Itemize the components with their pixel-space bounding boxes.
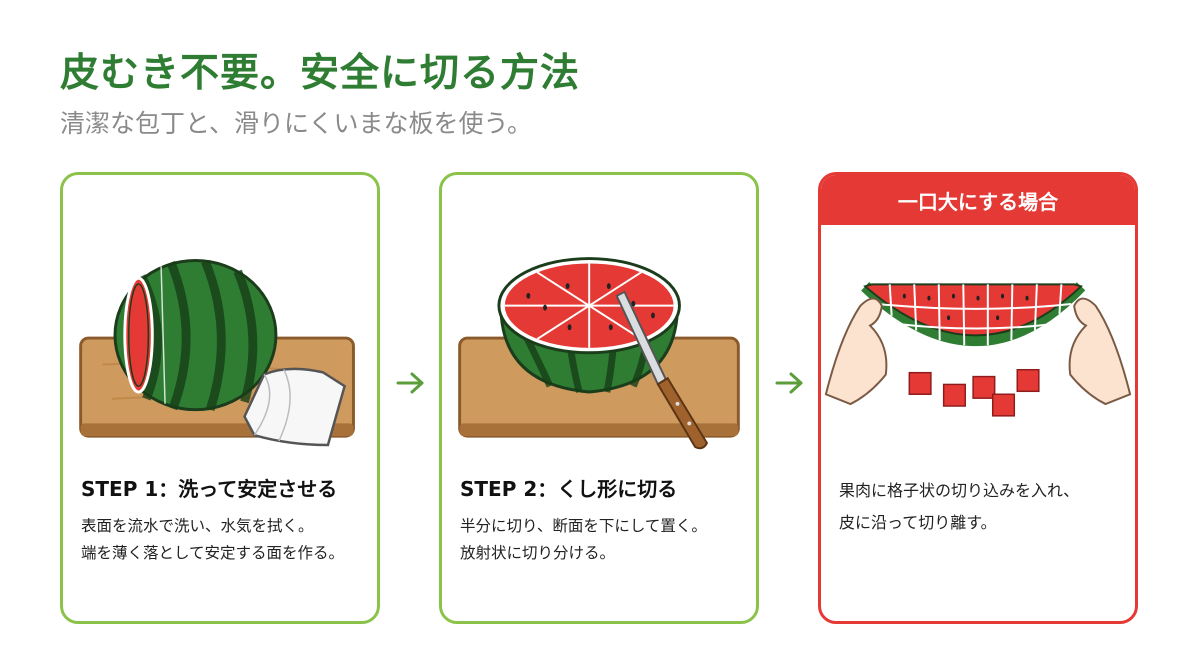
step-2-illustration [442,215,756,465]
arrow-right-icon [775,372,803,394]
step-1-illustration [63,215,377,465]
step-2-description: 半分に切り、断面を下にして置く。 放射状に切り分ける。 [460,513,707,567]
step-2-card: STEP 2：くし形に切る 半分に切り、断面を下にして置く。 放射状に切り分ける… [439,172,759,624]
step-1-description: 表面を流水で洗い、水気を拭く。 端を薄く落として安定する面を作る。 [81,513,344,567]
step-1-line-2: 端を薄く落として安定する面を作る。 [81,544,345,562]
bite-size-description: 果肉に格子状の切り込みを入れ、 皮に沿って切り離す。 [839,475,1079,539]
page-subtitle: 清潔な包丁と、滑りにくいまな板を使う。 [60,109,533,138]
bite-size-header: 一口大にする場合 [821,175,1135,225]
bite-size-card: 一口大にする場合 [818,172,1138,624]
watermelon-grid-cut-illustration [824,282,1132,417]
arrow-right-icon [396,372,424,394]
step-1-title: STEP 1：洗って安定させる [81,477,338,501]
step-1-card: STEP 1：洗って安定させる 表面を流水で洗い、水気を拭く。 端を薄く落として… [60,172,380,624]
bite-size-illustration [821,245,1135,465]
bite-size-line-1: 果肉に格子状の切り込みを入れ、 [839,481,1080,500]
watermelon-wedges-illustration [458,257,740,450]
page-title: 皮むき不要。安全に切る方法 [60,51,581,96]
step-2-line-1: 半分に切り、断面を下にして置く。 [460,517,707,535]
watermelon-on-board-illustration [79,259,355,447]
bite-size-line-2: 皮に沿って切り離す。 [839,513,997,532]
step-2-title: STEP 2：くし形に切る [460,477,678,501]
step-1-line-1: 表面を流水で洗い、水気を拭く。 [81,517,314,535]
step-2-line-2: 放射状に切り分ける。 [460,544,616,562]
